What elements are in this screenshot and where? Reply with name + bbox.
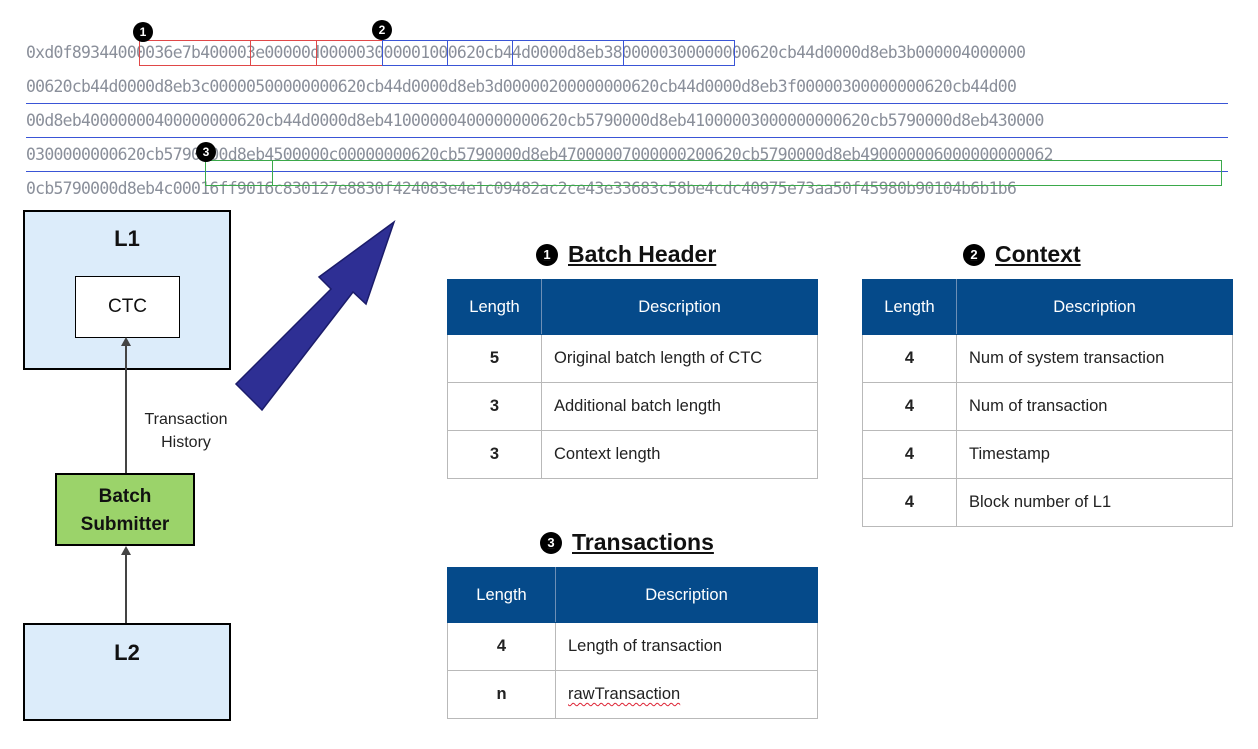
- table-header-row: Length Description: [447, 279, 818, 335]
- l1-box: L1 CTC: [23, 210, 231, 370]
- description-cell: Num of system transaction: [956, 334, 1233, 383]
- column-header-description: Description: [956, 279, 1233, 335]
- hex-dump: 0xd0f89344000036e7b400003e00000d00000300…: [26, 36, 1228, 206]
- l1-label: L1: [114, 226, 140, 251]
- description-cell: Additional batch length: [541, 382, 818, 431]
- description-cell: Num of transaction: [956, 382, 1233, 431]
- transactions-title-text: Transactions: [572, 529, 714, 555]
- context-table: Length Description 4 Num of system trans…: [862, 279, 1233, 527]
- batch-submitter-box: Batch Submitter: [55, 473, 195, 546]
- raw-transaction-text: rawTransaction: [568, 685, 681, 703]
- transactions-table: Length Description 4 Length of transacti…: [447, 567, 818, 719]
- table-row: 4 Num of transaction: [862, 382, 1233, 431]
- table-row: 4 Block number of L1: [862, 478, 1233, 527]
- length-cell: n: [447, 670, 556, 719]
- hex-line-5: 0cb5790000d8eb4c00016ff9016c830127e8830f…: [26, 179, 1017, 198]
- table-row: 3 Additional batch length: [447, 382, 818, 431]
- transaction-history-label: Transaction History: [126, 408, 246, 454]
- column-header-description: Description: [541, 279, 818, 335]
- column-header-length: Length: [447, 567, 556, 623]
- context-title-text: Context: [995, 241, 1081, 267]
- length-cell: 3: [447, 430, 542, 479]
- hex-line-1: 0xd0f89344000036e7b400003e00000d00000300…: [26, 43, 1026, 62]
- description-cell: rawTransaction: [555, 670, 818, 719]
- description-cell: Context length: [541, 430, 818, 479]
- batch-header-table: Length Description 5 Original batch leng…: [447, 279, 818, 479]
- table-row: 4 Length of transaction: [447, 622, 818, 671]
- hex-line-4: 0300000000620cb5790000d8eb4500000c000000…: [26, 138, 1228, 172]
- tx-history-line: [125, 344, 127, 473]
- length-cell: 4: [862, 382, 957, 431]
- raw-tx-segment: [272, 160, 1222, 186]
- l2-to-submitter-arrowhead: [121, 546, 131, 555]
- batch-header-title: 1 Batch Header: [536, 241, 716, 268]
- table-row: 4 Num of system transaction: [862, 334, 1233, 383]
- column-header-length: Length: [862, 279, 957, 335]
- badge-batch-header-marker: 1: [133, 22, 153, 42]
- batch-header-segment-1: [139, 40, 251, 66]
- edge-label-line-2: History: [161, 434, 211, 451]
- table-header-row: Length Description: [447, 567, 818, 623]
- batch-header-segment-2: [250, 40, 317, 66]
- tx-length-segment: [205, 160, 273, 186]
- table-row: 4 Timestamp: [862, 430, 1233, 479]
- ctc-box: CTC: [75, 276, 180, 338]
- batch-submitter-line-1: Batch: [98, 486, 152, 507]
- l2-to-submitter-line: [125, 553, 127, 623]
- length-cell: 4: [862, 334, 957, 383]
- length-cell: 4: [862, 430, 957, 479]
- length-cell: 4: [862, 478, 957, 527]
- big-arrow-icon: [234, 219, 396, 412]
- description-cell: Block number of L1: [956, 478, 1233, 527]
- column-header-description: Description: [555, 567, 818, 623]
- length-cell: 3: [447, 382, 542, 431]
- transactions-title: 3 Transactions: [540, 529, 714, 556]
- batch-header-segment-3: [316, 40, 383, 66]
- description-cell: Timestamp: [956, 430, 1233, 479]
- tx-history-arrowhead: [121, 337, 131, 346]
- hex-line-3: 00d8eb40000000400000000620cb44d0000d8eb4…: [26, 104, 1228, 138]
- table-row: 3 Context length: [447, 430, 818, 479]
- context-title: 2 Context: [963, 241, 1081, 268]
- badge-context: 2: [963, 243, 985, 266]
- description-cell: Original batch length of CTC: [541, 334, 818, 383]
- badge-batch-header: 1: [536, 243, 558, 266]
- context-segment-4: [623, 40, 735, 66]
- context-segment-1: [382, 40, 448, 66]
- edge-label-line-1: Transaction: [144, 411, 228, 428]
- l2-box: L2: [23, 623, 231, 721]
- context-segment-3: [512, 40, 624, 66]
- badge-context-marker: 2: [372, 20, 392, 40]
- hex-line-2: 00620cb44d0000d8eb3c00000500000000620cb4…: [26, 70, 1228, 104]
- table-row: n rawTransaction: [447, 670, 818, 719]
- badge-transactions: 3: [540, 531, 562, 554]
- context-segment-2: [447, 40, 513, 66]
- badge-transactions-marker: 3: [196, 142, 216, 162]
- table-header-row: Length Description: [862, 279, 1233, 335]
- length-cell: 5: [447, 334, 542, 383]
- batch-header-title-text: Batch Header: [568, 241, 717, 267]
- length-cell: 4: [447, 622, 556, 671]
- table-row: 5 Original batch length of CTC: [447, 334, 818, 383]
- column-header-length: Length: [447, 279, 542, 335]
- batch-submitter-line-2: Submitter: [80, 514, 170, 535]
- description-cell: Length of transaction: [555, 622, 818, 671]
